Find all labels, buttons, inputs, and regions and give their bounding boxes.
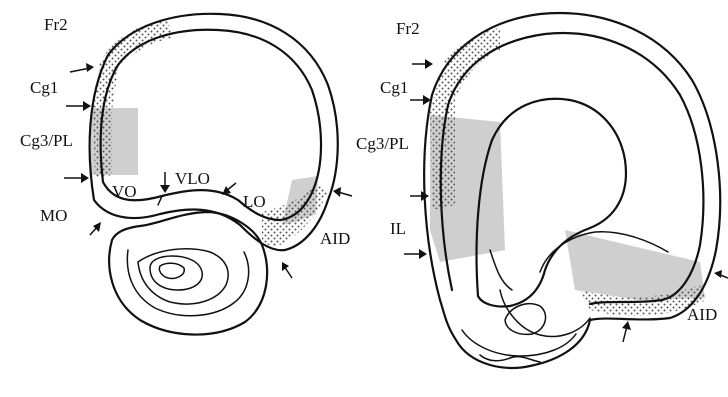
left-label-fr2: Fr2 xyxy=(44,16,68,33)
arrow-right-aid-lower xyxy=(622,321,631,342)
left-lower-core xyxy=(159,263,184,278)
arrow-left-vlo xyxy=(160,172,170,193)
left-label-vlo: VLO xyxy=(175,170,210,187)
arrow-left-cg1-lower xyxy=(66,101,91,111)
arrow-left-cg1 xyxy=(70,63,94,72)
arrow-right-cg3pl xyxy=(410,191,429,201)
right-label-cg3pl: Cg3/PL xyxy=(356,135,409,152)
arrow-left-lo xyxy=(222,183,236,195)
arrow-right-cg1-lower xyxy=(410,95,431,105)
right-label-cg1: Cg1 xyxy=(380,79,408,96)
arrow-left-cg3pl xyxy=(64,173,89,183)
arrow-right-cg1 xyxy=(412,59,433,69)
left-label-cg1: Cg1 xyxy=(30,79,58,96)
arrow-left-aid-lower xyxy=(282,262,292,278)
arrow-left-mo xyxy=(90,222,101,235)
left-label-aid: AID xyxy=(320,230,350,247)
right-inner-contour-3 xyxy=(505,304,546,335)
left-label-vo: VO xyxy=(112,183,137,200)
right-section xyxy=(424,13,720,368)
right-label-aid: AID xyxy=(687,306,717,323)
left-label-mo: MO xyxy=(40,207,67,224)
right-inner-contour-4 xyxy=(490,250,512,290)
right-aid-shading xyxy=(565,230,705,300)
right-label-il: IL xyxy=(390,220,406,237)
arrow-right-aid-upper xyxy=(714,270,728,278)
arrow-right-il xyxy=(404,249,427,259)
left-label-lo: LO xyxy=(243,193,266,210)
left-label-cg3pl: Cg3/PL xyxy=(20,132,73,149)
left-lower-contour-3 xyxy=(150,256,202,290)
arrow-left-aid-upper xyxy=(333,187,352,197)
left-section xyxy=(90,14,338,335)
right-label-fr2: Fr2 xyxy=(396,20,420,37)
